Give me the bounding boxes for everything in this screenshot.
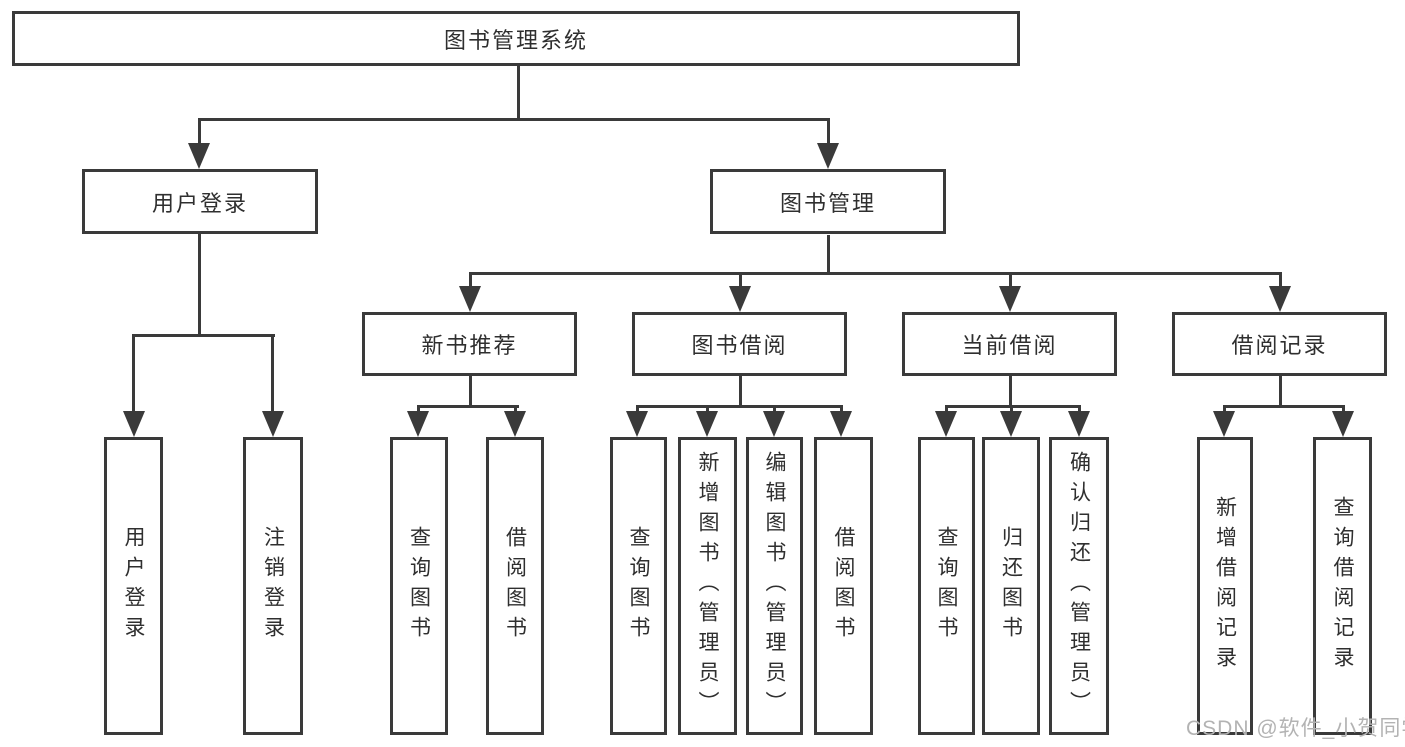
leaf-label: 编辑图书（管理员） — [763, 451, 786, 721]
connector-line — [840, 405, 843, 414]
connector-line — [1009, 272, 1012, 289]
node-label: 借阅记录 — [1231, 333, 1328, 358]
connector-user-login-split — [132, 334, 275, 337]
leaf-return-books: 归还图书 — [982, 437, 1040, 735]
connector-line — [469, 376, 472, 407]
arrowhead-icon — [188, 143, 210, 169]
node-label: 当前借阅 — [961, 333, 1058, 358]
node-new-book-recommendation: 新书推荐 — [362, 312, 577, 376]
arrowhead-icon — [262, 411, 284, 437]
leaf-logout: 注销登录 — [243, 437, 303, 735]
arrowhead-icon — [935, 411, 957, 437]
connector-root-stub — [517, 66, 520, 121]
connector-line — [706, 405, 709, 414]
leaf-label: 查询图书 — [935, 526, 958, 646]
leaf-add-borrow-record: 新增借阅记录 — [1197, 437, 1253, 735]
connector-line — [1223, 405, 1226, 414]
connector-group-split — [636, 405, 842, 408]
arrowhead-icon — [504, 411, 526, 437]
leaf-label: 用户登录 — [122, 526, 145, 646]
node-current-borrowing: 当前借阅 — [902, 312, 1117, 376]
leaf-query-books-recommend: 查询图书 — [390, 437, 448, 735]
connector-group-split — [1223, 405, 1344, 408]
leaf-query-borrow-record: 查询借阅记录 — [1313, 437, 1372, 735]
leaf-confirm-return-admin: 确认归还（管理员） — [1049, 437, 1109, 735]
connector-line — [1009, 376, 1012, 407]
leaf-label: 查询图书 — [627, 526, 650, 646]
leaf-label: 查询借阅记录 — [1331, 496, 1354, 676]
arrowhead-icon — [999, 286, 1021, 312]
node-borrowing-records: 借阅记录 — [1172, 312, 1387, 376]
connector-line — [739, 376, 742, 407]
connector-line — [1279, 376, 1282, 407]
connector-group-split — [417, 405, 519, 408]
node-label: 图书借阅 — [691, 333, 788, 358]
node-user-login: 用户登录 — [82, 169, 318, 234]
arrowhead-icon — [1269, 286, 1291, 312]
connector-line — [132, 334, 135, 414]
connector-line — [773, 405, 776, 414]
node-label: 新书推荐 — [421, 333, 518, 358]
leaf-label: 新增图书（管理员） — [696, 451, 719, 721]
leaf-label: 确认归还（管理员） — [1067, 451, 1091, 721]
node-label: 图书管理系统 — [443, 27, 588, 53]
arrowhead-icon — [626, 411, 648, 437]
arrowhead-icon — [459, 286, 481, 312]
connector-line — [417, 405, 420, 414]
connector-line — [198, 118, 201, 146]
node-label: 图书管理 — [779, 190, 876, 216]
leaf-label: 借阅图书 — [832, 526, 855, 646]
connector-level3-split — [469, 272, 1282, 275]
connector-line — [636, 405, 639, 414]
connector-line — [271, 334, 274, 414]
leaf-label: 新增借阅记录 — [1213, 496, 1237, 676]
leaf-edit-book-admin: 编辑图书（管理员） — [746, 437, 803, 735]
arrowhead-icon — [763, 411, 785, 437]
node-book-management: 图书管理 — [710, 169, 946, 234]
connector-line — [1010, 405, 1013, 414]
connector-line — [739, 272, 742, 289]
arrowhead-icon — [817, 143, 839, 169]
node-library-management-system: 图书管理系统 — [12, 11, 1020, 66]
arrowhead-icon — [696, 411, 718, 437]
arrowhead-icon — [729, 286, 751, 312]
connector-line — [1279, 272, 1282, 289]
arrowhead-icon — [407, 411, 429, 437]
leaf-query-books-current: 查询图书 — [918, 437, 975, 735]
leaf-borrow-books-recommend: 借阅图书 — [486, 437, 544, 735]
leaf-label: 查询图书 — [407, 526, 431, 646]
arrowhead-icon — [123, 411, 145, 437]
node-label: 用户登录 — [151, 190, 248, 216]
leaf-user-login: 用户登录 — [104, 437, 163, 735]
leaf-label: 注销登录 — [261, 526, 285, 646]
arrowhead-icon — [830, 411, 852, 437]
leaf-query-books-borrowing: 查询图书 — [610, 437, 667, 735]
leaf-label: 归还图书 — [999, 526, 1023, 646]
arrowhead-icon — [1213, 411, 1235, 437]
connector-line — [827, 118, 830, 146]
connector-line — [945, 405, 948, 414]
leaf-add-book-admin: 新增图书（管理员） — [678, 437, 737, 735]
connector-line — [514, 405, 517, 414]
connector-user-login-stub — [198, 233, 201, 337]
leaf-borrow-books-borrowing: 借阅图书 — [814, 437, 873, 735]
arrowhead-icon — [1000, 411, 1022, 437]
leaf-label: 借阅图书 — [503, 526, 527, 646]
connector-book-mgmt-stub — [827, 235, 830, 275]
connector-line — [1342, 405, 1345, 414]
connector-level2-split — [198, 118, 830, 121]
arrowhead-icon — [1332, 411, 1354, 437]
watermark-text: CSDN @软件_小贺同学 — [1186, 717, 1405, 740]
connector-line — [469, 272, 472, 289]
connector-line — [1078, 405, 1081, 414]
arrowhead-icon — [1068, 411, 1090, 437]
node-book-borrowing: 图书借阅 — [632, 312, 847, 376]
